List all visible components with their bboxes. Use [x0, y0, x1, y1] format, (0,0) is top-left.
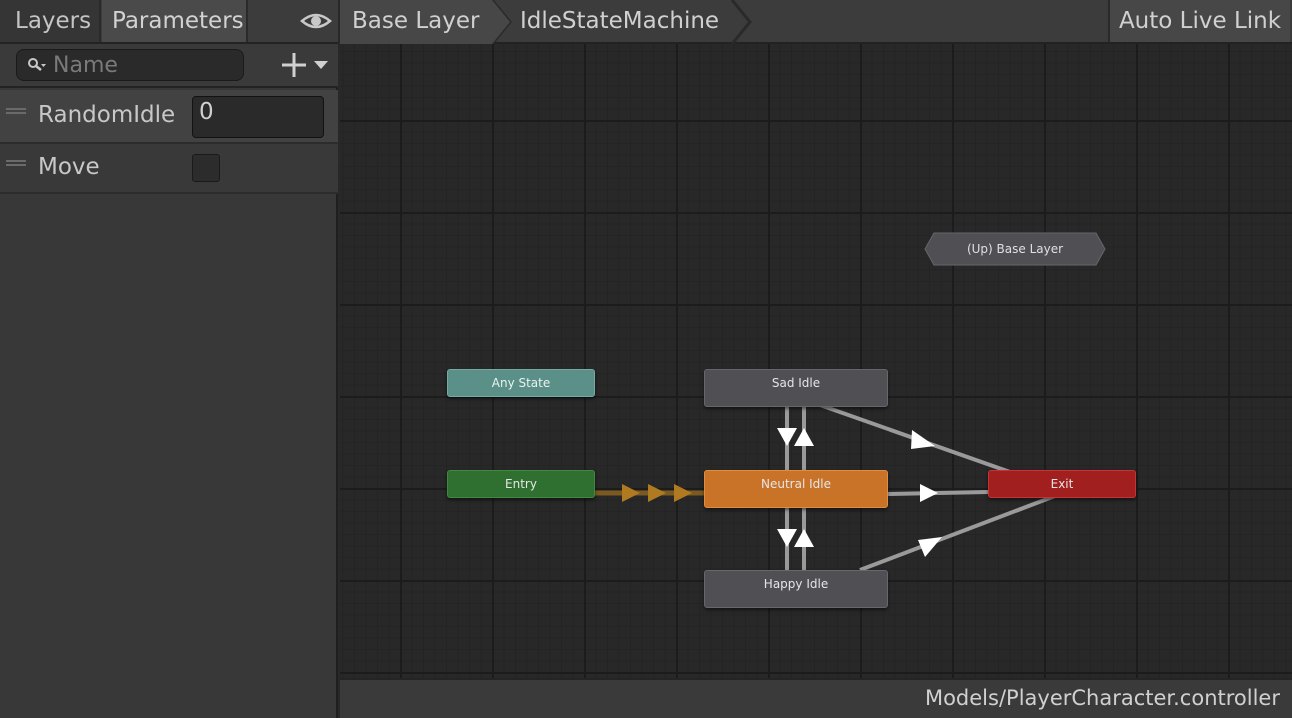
node-up-base-layer[interactable]: (Up) Base Layer [924, 232, 1106, 266]
happy-to-exit-transition[interactable] [859, 494, 1056, 572]
parameter-row-randomidle[interactable]: RandomIdle 0 [0, 90, 338, 144]
breadcrumb-separators [340, 0, 752, 44]
breadcrumb-idle-state-machine[interactable]: IdleStateMachine [520, 8, 720, 34]
eye-icon[interactable] [298, 8, 334, 34]
parameter-name: RandomIdle [38, 102, 176, 128]
breadcrumb: Base Layer IdleStateMachine Auto Live Li… [340, 0, 1292, 44]
sad-neutral-transitions[interactable] [777, 407, 814, 470]
node-up-base-layer-label: (Up) Base Layer [966, 242, 1064, 256]
add-parameter-button[interactable] [278, 50, 334, 80]
transitions [595, 403, 1056, 572]
neutral-to-exit-transition[interactable] [887, 484, 989, 502]
search-input[interactable] [53, 50, 239, 80]
controller-path: Models/PlayerCharacter.controller [924, 686, 1280, 710]
sad-to-exit-transition[interactable] [819, 403, 1011, 474]
node-neutral-idle[interactable]: Neutral Idle [704, 470, 888, 508]
node-exit[interactable]: Exit [988, 470, 1136, 498]
breadcrumb-base-layer[interactable]: Base Layer [352, 8, 480, 34]
parameter-name: Move [38, 154, 100, 180]
node-entry[interactable]: Entry [447, 470, 595, 498]
search-box[interactable] [16, 49, 244, 81]
node-sad-idle[interactable]: Sad Idle [704, 369, 888, 407]
state-machine-graph[interactable]: Any State Entry Sad Idle Neutral Idle Ha… [340, 44, 1292, 678]
search-row [0, 44, 338, 88]
status-bar: Models/PlayerCharacter.controller [340, 678, 1292, 718]
randomidle-value-field[interactable]: 0 [192, 96, 324, 138]
parameter-row-move[interactable]: Move [0, 144, 338, 194]
node-happy-idle[interactable]: Happy Idle [704, 570, 888, 608]
node-any-state[interactable]: Any State [447, 369, 595, 397]
panel-toolbar: Layers Parameters [0, 0, 338, 44]
auto-live-link-button[interactable]: Auto Live Link [1108, 0, 1290, 42]
tab-parameters[interactable]: Parameters [102, 0, 248, 42]
entry-to-neutral-transition[interactable] [595, 484, 704, 502]
drag-handle-icon[interactable] [6, 108, 26, 114]
neutral-happy-transitions[interactable] [777, 508, 814, 570]
parameters-panel: Layers Parameters Rand [0, 0, 338, 718]
search-icon [28, 58, 46, 71]
chevron-down-icon [314, 61, 328, 69]
drag-handle-icon[interactable] [6, 160, 26, 166]
move-checkbox[interactable] [192, 154, 220, 182]
tab-layers[interactable]: Layers [0, 0, 101, 42]
